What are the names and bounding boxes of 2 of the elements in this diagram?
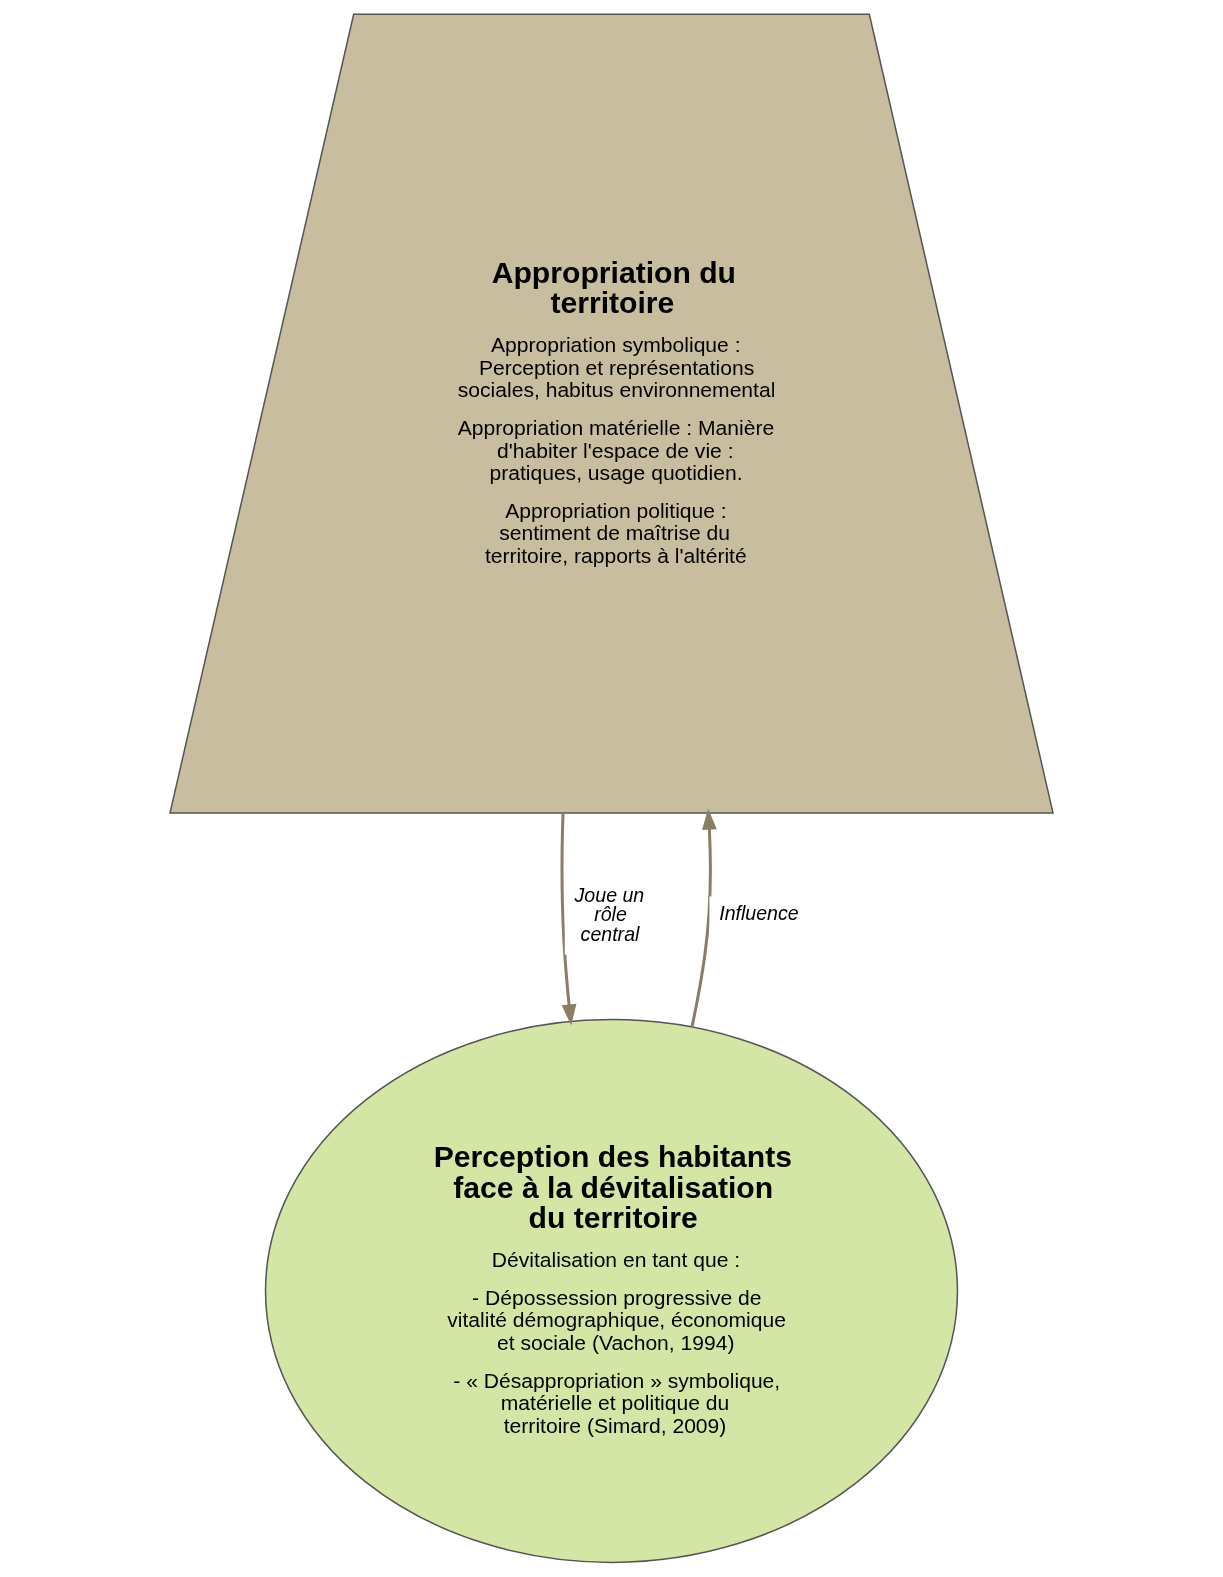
edge-label: Joue un rôle central — [574, 883, 645, 945]
edge-label: Influence — [719, 901, 799, 924]
